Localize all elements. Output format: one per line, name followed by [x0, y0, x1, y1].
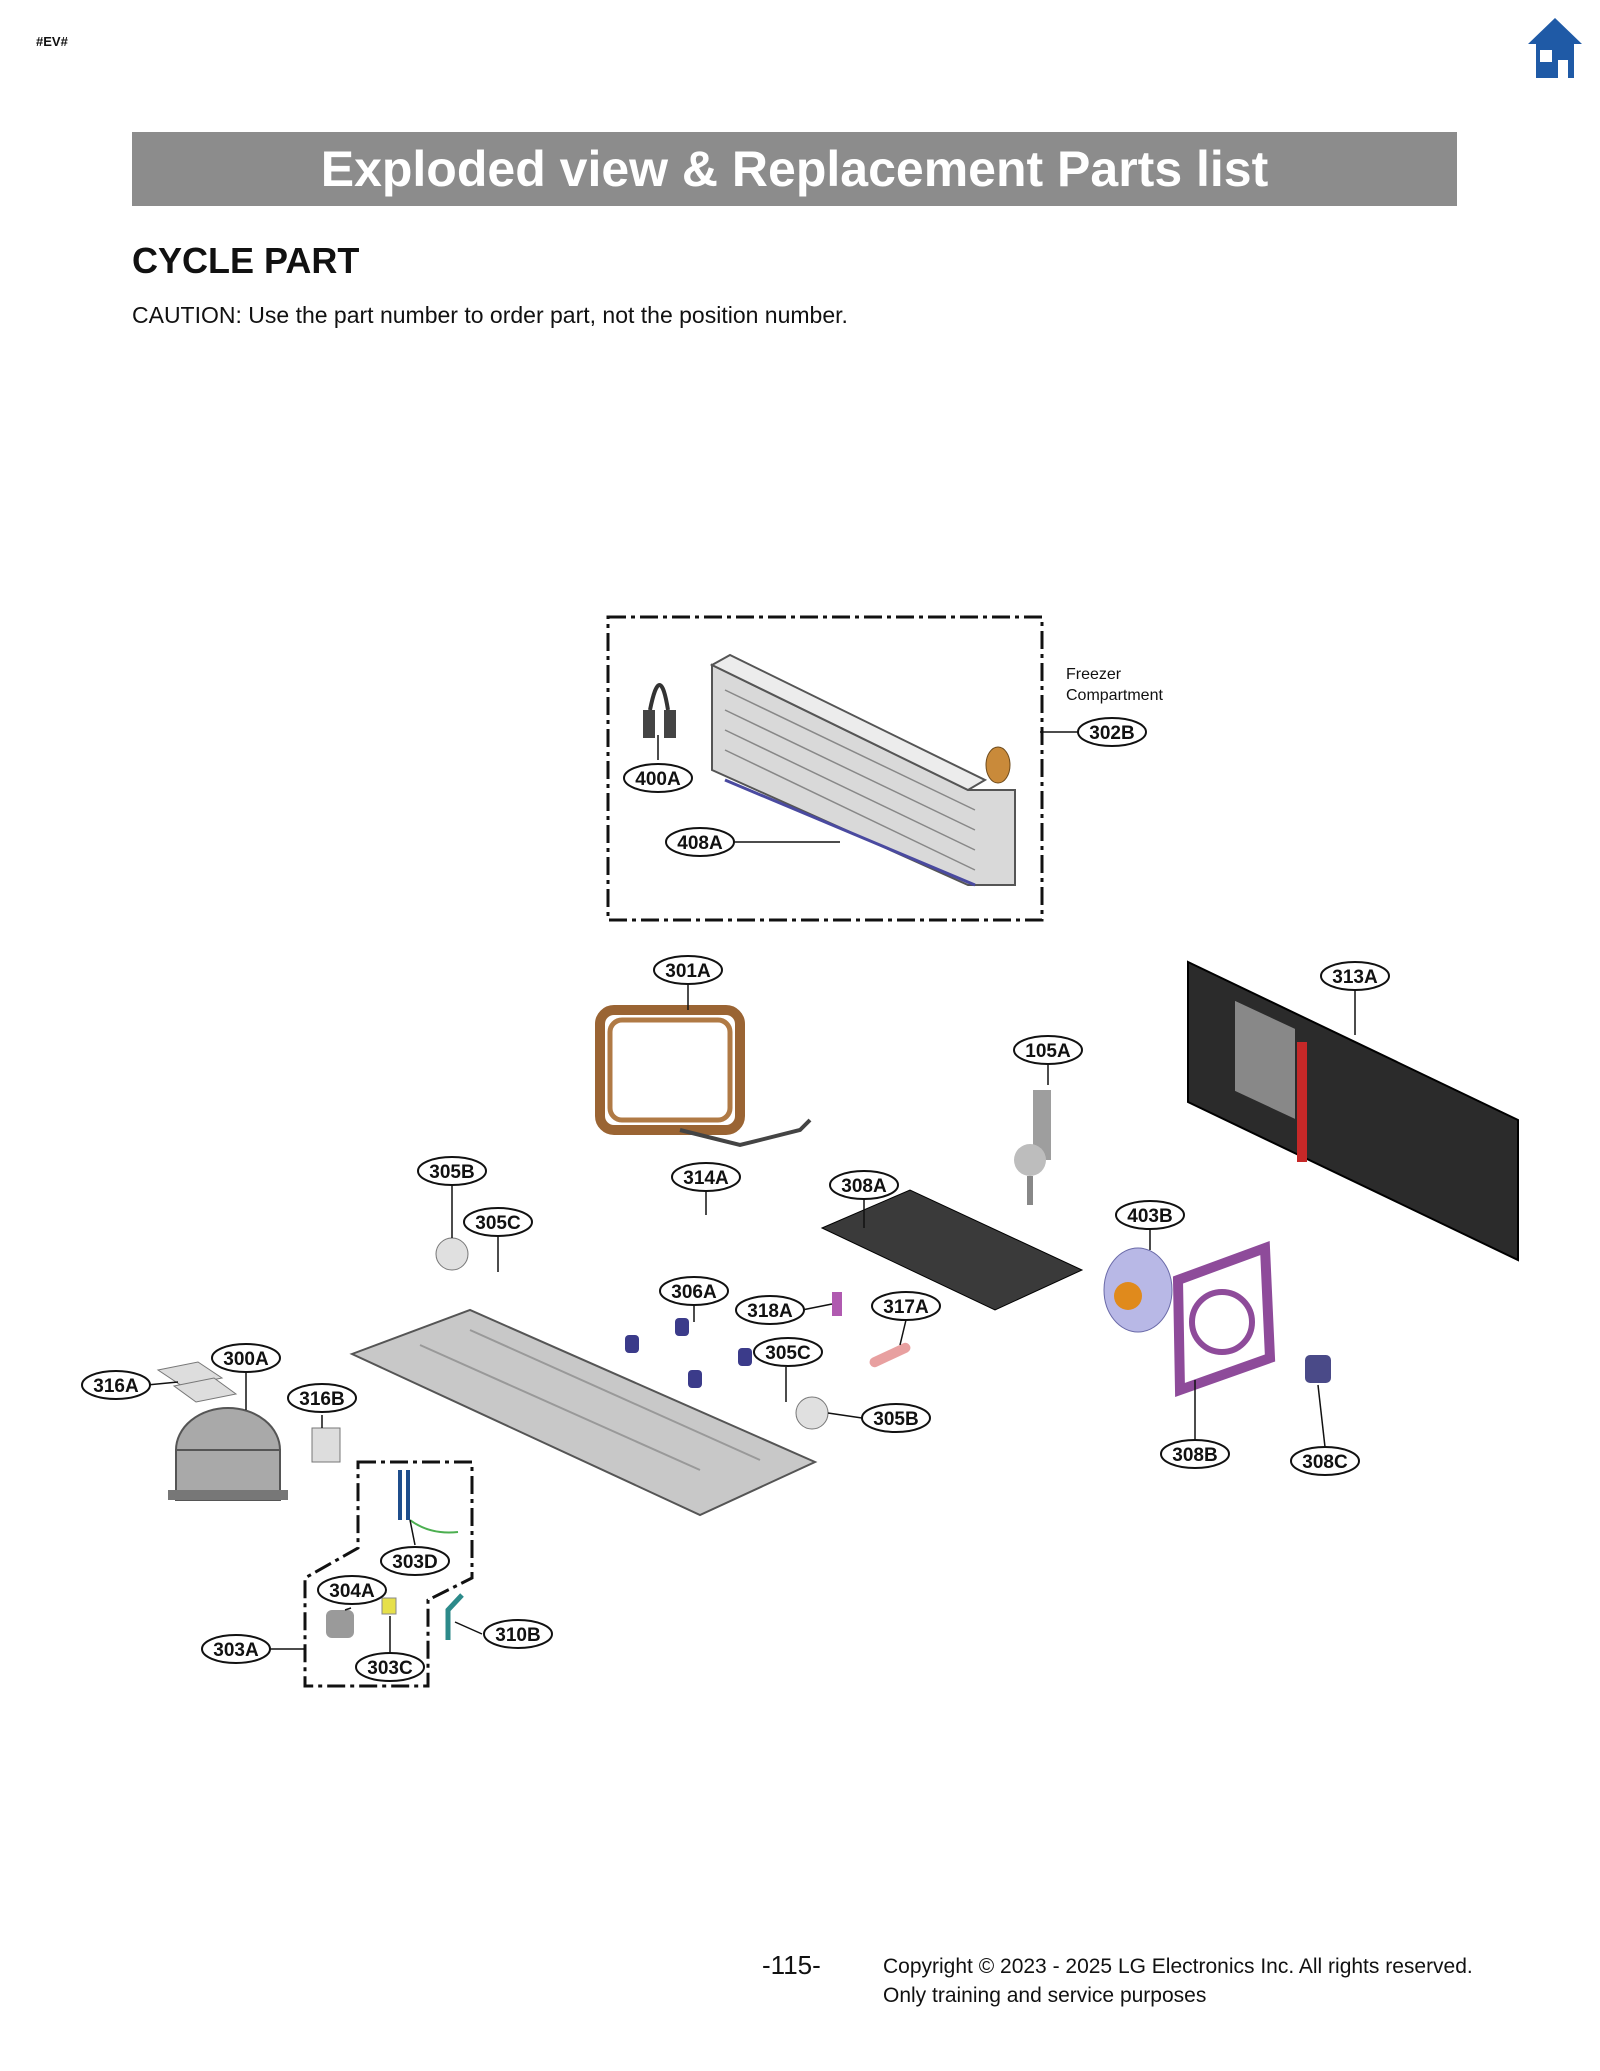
callout-302B: 302B [1089, 723, 1134, 744]
rear-cover-drawing [1187, 960, 1519, 1262]
callout-313A: 313A [1332, 967, 1378, 988]
leader-lines [146, 731, 1356, 1655]
callout-317A: 317A [883, 1297, 929, 1318]
machine-base-drawing [349, 1308, 818, 1517]
callout-305B-top: 305B [429, 1162, 474, 1183]
cap-303C-drawing [381, 1597, 397, 1615]
clip-400A-drawing [643, 683, 676, 738]
grommet-305B-bottom-drawing [795, 1396, 829, 1430]
callout-308B: 308B [1172, 1445, 1217, 1466]
callout-316B: 316B [299, 1389, 344, 1410]
pad-316B-drawing [311, 1427, 341, 1463]
page-banner: Exploded view & Replacement Parts list [132, 132, 1457, 206]
freezer-note-line2: Compartment [1066, 687, 1163, 704]
grommet-305B-top-drawing [435, 1237, 469, 1271]
callout-318A: 318A [747, 1301, 793, 1322]
callout-305B-bottom: 305B [873, 1409, 918, 1430]
freezer-note-line1: Freezer [1066, 666, 1122, 683]
fan-403B-drawing [1103, 1247, 1173, 1333]
callout-310B: 310B [495, 1625, 540, 1646]
compressor-drawing [168, 1407, 288, 1501]
callout-308C: 308C [1302, 1452, 1348, 1473]
copyright-line1: Copyright © 2023 - 2025 LG Electronics I… [883, 1955, 1473, 1978]
copyright-line2: Only training and service purposes [883, 1984, 1207, 2007]
callout-303A: 303A [213, 1640, 259, 1661]
harness-303D-drawing [398, 1470, 459, 1534]
dampers-306A-drawing [625, 1318, 752, 1388]
callout-408A: 408A [677, 833, 723, 854]
evaporator-drawing [709, 653, 1016, 887]
relay-group-box [303, 1460, 474, 1688]
callout-403B: 403B [1127, 1206, 1172, 1227]
callout-105A: 105A [1025, 1041, 1071, 1062]
callout-305C-top: 305C [475, 1213, 521, 1234]
drain-105A-drawing [1014, 1090, 1051, 1205]
copyright-notice: Copyright © 2023 - 2025 LG Electronics I… [883, 1952, 1473, 2010]
callout-303D: 303D [392, 1552, 437, 1573]
caution-text: CAUTION: Use the part number to order pa… [132, 302, 848, 328]
part-318A-drawing [832, 1292, 842, 1316]
callout-300A: 300A [223, 1349, 269, 1370]
relay-304A-drawing [326, 1610, 354, 1638]
callout-303C: 303C [367, 1658, 413, 1679]
callout-301A: 301A [665, 961, 711, 982]
section-title: CYCLE PART [132, 240, 360, 281]
pipe-310B-drawing [445, 1593, 464, 1640]
callout-314A: 314A [683, 1168, 729, 1189]
part-317A-drawing [869, 1342, 911, 1368]
motor-308C-drawing [1305, 1355, 1331, 1383]
callout-306A: 306A [671, 1282, 717, 1303]
home-icon[interactable] [1526, 16, 1584, 82]
page-number: -115- [762, 1950, 821, 1980]
callout-400A: 400A [635, 769, 681, 790]
condenser-drawing [595, 1005, 812, 1148]
base-tray-308A-drawing [820, 1189, 1084, 1311]
freezer-compartment-box [606, 615, 1044, 922]
shroud-308B-drawing [1172, 1240, 1276, 1398]
callout-304A: 304A [329, 1581, 375, 1602]
callout-316A: 316A [93, 1376, 139, 1397]
callout-305C-bottom: 305C [765, 1343, 811, 1364]
document-tag: #EV# [36, 34, 68, 49]
callout-308A: 308A [841, 1176, 887, 1197]
pad-316A-drawing [156, 1361, 238, 1403]
